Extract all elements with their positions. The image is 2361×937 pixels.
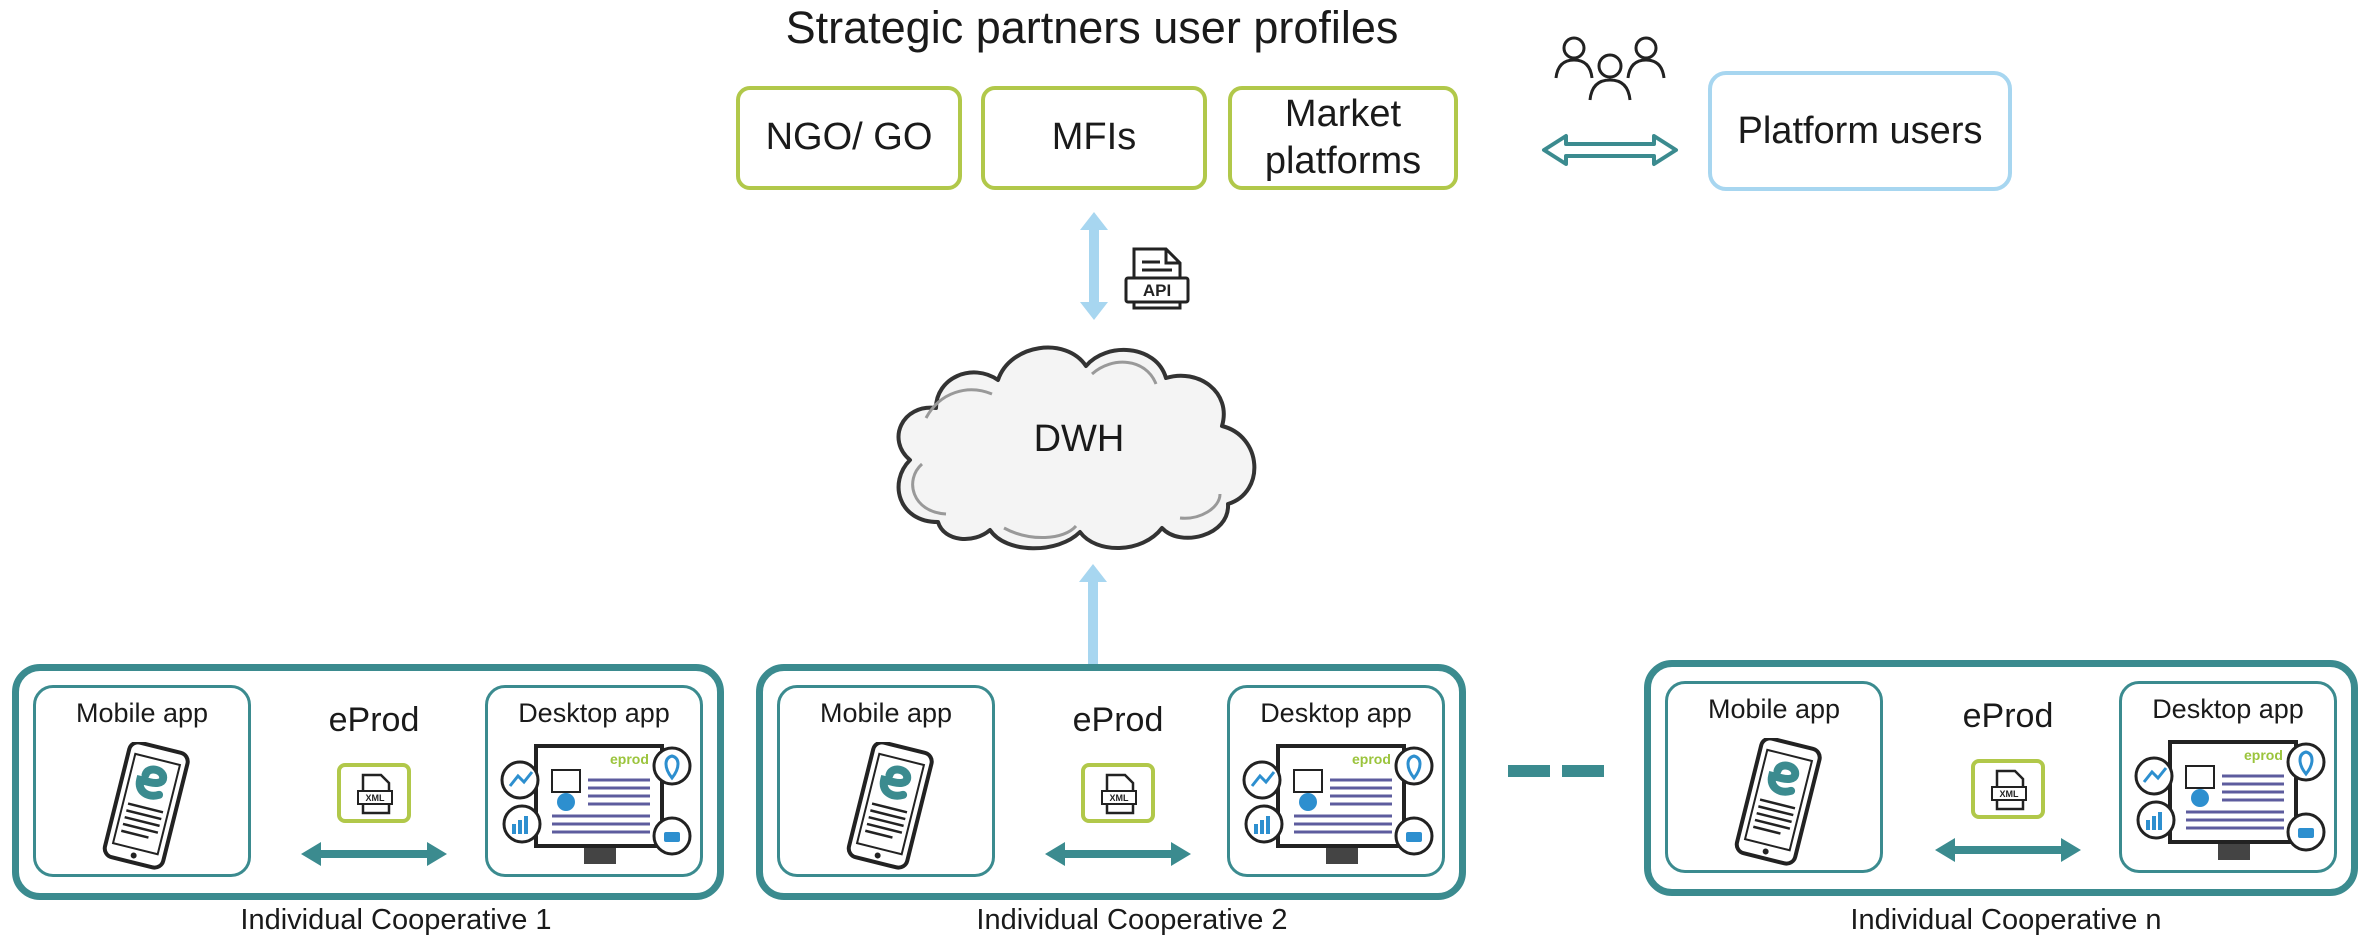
partner-label: MFIs <box>1051 116 1137 159</box>
partner-label: NGO/ GO <box>765 116 933 159</box>
users-icon <box>1554 36 1666 101</box>
api-document-icon: API <box>1124 247 1190 310</box>
platform-users-label: Platform users <box>1737 109 1983 152</box>
eprod-label: eProd <box>328 701 420 739</box>
svg-text:eprod: eprod <box>2244 747 2283 763</box>
xml-file-icon: XML <box>357 773 393 815</box>
partner-ngo-go: NGO/ GO <box>736 86 962 190</box>
mobile-app-icon <box>846 742 934 870</box>
api-vertical-arrow <box>1080 212 1108 320</box>
mobile-app-box: Mobile app <box>1665 681 1883 873</box>
platform-users-box: Platform users <box>1708 71 2012 191</box>
cooperative-name-2: Individual Cooperative 2 <box>976 904 1288 936</box>
desktop-app-icon: eprod <box>2134 740 2326 860</box>
desktop-app-icon: eprod <box>500 744 692 864</box>
xml-file-box: XML <box>1971 759 2045 819</box>
mobile-app-label: Mobile app <box>819 698 953 728</box>
xml-label: XML <box>2000 789 2020 799</box>
mobile-desktop-double-arrow <box>301 842 447 866</box>
mobile-app-label: Mobile app <box>75 698 209 728</box>
desktop-app-label: Desktop app <box>518 698 670 728</box>
desktop-app-box: Desktop app eprod <box>2119 681 2337 873</box>
partner-label: Market platforms <box>1264 92 1422 183</box>
cooperative-name-n: Individual Cooperative n <box>1850 904 2162 936</box>
dwh-label: DWH <box>1033 418 1125 460</box>
api-label: API <box>1143 281 1171 300</box>
cooperative-box-2: Mobile app eProd XML Desktop app eprod <box>756 664 1466 900</box>
diagram-title: Strategic partners user profiles <box>785 2 1399 53</box>
ellipsis-dash <box>1508 765 1550 777</box>
eprod-label: eProd <box>1072 701 1164 739</box>
mobile-app-label: Mobile app <box>1707 694 1841 724</box>
xml-file-box: XML <box>1081 763 1155 823</box>
ellipsis-dash <box>1562 765 1604 777</box>
xml-label: XML <box>366 793 386 803</box>
xml-file-icon: XML <box>1101 773 1137 815</box>
mobile-desktop-double-arrow <box>1935 838 2081 862</box>
xml-file-icon: XML <box>1991 769 2027 811</box>
desktop-app-box: Desktop app eprod <box>485 685 703 877</box>
cooperative-name-1: Individual Cooperative 1 <box>240 904 552 936</box>
cooperative-box-n: Mobile app eProd XML Desktop app eprod <box>1644 660 2358 896</box>
eprod-label: eProd <box>1962 697 2054 735</box>
xml-file-box: XML <box>337 763 411 823</box>
dwh-coop-vertical-arrow <box>1079 564 1107 670</box>
dwh-cloud-icon <box>896 345 1257 551</box>
partner-mfis: MFIs <box>981 86 1207 190</box>
mobile-app-box: Mobile app <box>777 685 995 877</box>
mobile-app-box: Mobile app <box>33 685 251 877</box>
mobile-desktop-double-arrow <box>1045 842 1191 866</box>
desktop-app-icon: eprod <box>1242 744 1434 864</box>
partners-users-double-arrow <box>1542 134 1678 166</box>
svg-text:eprod: eprod <box>610 751 649 767</box>
partner-market-platforms: Market platforms <box>1228 86 1458 190</box>
desktop-app-label: Desktop app <box>1260 698 1412 728</box>
desktop-app-box: Desktop app eprod <box>1227 685 1445 877</box>
desktop-app-label: Desktop app <box>2152 694 2304 724</box>
mobile-app-icon <box>1734 738 1822 866</box>
svg-text:eprod: eprod <box>1352 751 1391 767</box>
cooperative-box-1: Mobile app eProd XML Desktop app eprod <box>12 664 724 900</box>
mobile-app-icon <box>102 742 190 870</box>
xml-label: XML <box>1110 793 1130 803</box>
